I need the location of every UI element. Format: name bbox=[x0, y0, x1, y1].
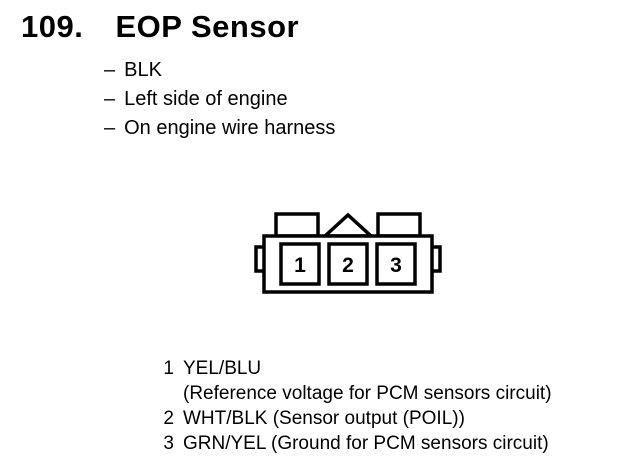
pin-3-label: 3 bbox=[390, 254, 402, 277]
location-details: – BLK – Left side of engine – On engine … bbox=[104, 56, 335, 143]
wire-function: (Sensor output (POIL)) bbox=[272, 408, 465, 429]
detail-text: On engine wire harness bbox=[124, 117, 336, 139]
detail-item-location: – Left side of engine bbox=[104, 85, 335, 114]
connector-svg: 1 2 3 bbox=[254, 212, 442, 294]
wire-function: (Reference voltage for PCM sensors circu… bbox=[183, 383, 552, 404]
center-key-triangle bbox=[320, 212, 376, 238]
pin-number: 3 bbox=[163, 433, 174, 454]
pin-2-label: 2 bbox=[342, 254, 354, 277]
detail-item-color: – BLK bbox=[104, 56, 335, 85]
detail-text: Left side of engine bbox=[124, 88, 288, 110]
dash-bullet: – bbox=[104, 59, 116, 81]
top-tab-right bbox=[376, 212, 422, 238]
wire-color: WHT/BLK bbox=[183, 408, 268, 429]
pinout-row-3: 3 GRN/YEL (Ground for PCM sensors circui… bbox=[160, 431, 552, 456]
detail-text: BLK bbox=[124, 59, 162, 81]
title-text: EOP Sensor bbox=[115, 9, 300, 44]
pin-3-cavity bbox=[375, 242, 417, 286]
pin-2-cavity bbox=[327, 242, 369, 286]
item-number: 109. bbox=[21, 9, 84, 44]
pin-number: 2 bbox=[163, 408, 174, 429]
pin-1-cavity bbox=[279, 242, 321, 286]
detail-item-harness: – On engine wire harness bbox=[104, 114, 335, 143]
wire-function: (Ground for PCM sensors circuit) bbox=[271, 433, 549, 454]
pin-1-label: 1 bbox=[294, 254, 306, 277]
pin-description: GRN/YEL (Ground for PCM sensors circuit) bbox=[183, 431, 549, 456]
pinout-row-2: 2 WHT/BLK (Sensor output (POIL)) bbox=[160, 406, 552, 431]
pin-number: 1 bbox=[163, 358, 174, 379]
top-tab-left bbox=[274, 212, 320, 238]
page-title: 109. EOP Sensor bbox=[21, 9, 299, 45]
pinout-row-1: 1 YEL/BLU (Reference voltage for PCM sen… bbox=[160, 356, 552, 406]
dash-bullet: – bbox=[104, 117, 116, 139]
dash-bullet: – bbox=[104, 88, 116, 110]
pin-description: YEL/BLU (Reference voltage for PCM senso… bbox=[183, 356, 552, 406]
connector-diagram: 1 2 3 bbox=[253, 210, 443, 296]
pinout-list: 1 YEL/BLU (Reference voltage for PCM sen… bbox=[160, 356, 552, 456]
wire-color: YEL/BLU bbox=[183, 358, 262, 379]
pin-description: WHT/BLK (Sensor output (POIL)) bbox=[183, 406, 465, 431]
wire-color: GRN/YEL bbox=[183, 433, 266, 454]
